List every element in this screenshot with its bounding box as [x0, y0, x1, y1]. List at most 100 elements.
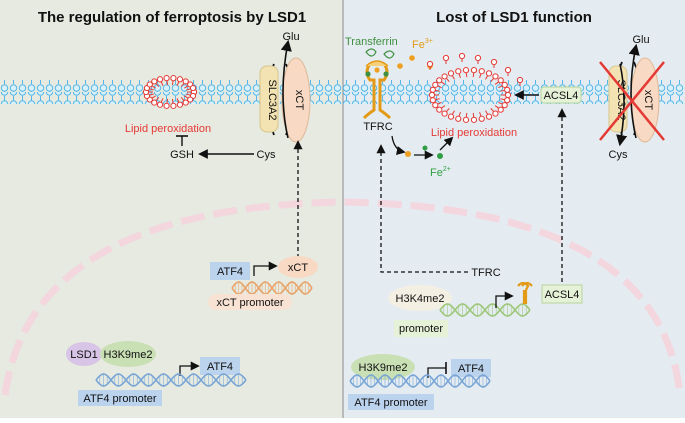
glu-label-right: Glu — [632, 34, 649, 46]
cell-membrane — [0, 80, 685, 104]
tfrc-endocytosis-arrow — [391, 135, 406, 156]
right-panel-background — [343, 0, 685, 418]
fe2-ion-main — [437, 153, 443, 159]
tfrc-gene-label: TFRC — [471, 267, 500, 279]
lipid-head — [504, 86, 511, 93]
glu-export-arrow-left — [280, 39, 292, 139]
lipid-head — [485, 70, 493, 77]
h3k4me2-label: H3K4me2 — [396, 293, 445, 305]
lipid-head — [501, 102, 508, 109]
lipid-head — [189, 84, 197, 92]
lipid-head — [447, 113, 455, 120]
lipid-head — [485, 113, 493, 120]
fe3-label: Fe3+ — [412, 38, 433, 51]
promoter-dna-helix-right — [439, 303, 531, 317]
lipid-head — [497, 106, 504, 113]
lipid-head — [462, 116, 470, 123]
lipid-head — [432, 81, 439, 88]
slc3a2-label-left: SLC3A2 — [266, 80, 278, 121]
lsd1-label: LSD1 — [70, 349, 98, 361]
slc3a2-xct-transporter-right-inhibited: SLC3A2 xCT — [599, 43, 665, 147]
lipid-head — [151, 78, 158, 85]
fe2-label: Fe2+ — [430, 166, 451, 179]
right-panel-title: Lost of LSD1 function — [436, 9, 592, 26]
lipid-head — [163, 75, 170, 82]
atf4-target-label-right: ATF4 — [458, 363, 484, 375]
fe2-to-peroxidation-arrow — [439, 136, 454, 151]
xct-label-right: xCT — [642, 90, 654, 110]
lipid-head — [462, 67, 470, 74]
atf4-promoter-box-right — [348, 394, 434, 410]
xct-dna-helix — [231, 281, 313, 295]
acsl4-membrane-label: ACSL4 — [544, 90, 579, 102]
acsl4-gene-box — [541, 284, 583, 304]
lipid-head — [492, 73, 499, 80]
slc3a2-protein-left — [259, 65, 279, 133]
atf4-promoter-label-left: ATF4 promoter — [83, 393, 156, 405]
lipid-head — [497, 77, 504, 84]
lipid-head — [163, 102, 170, 109]
h3k9me2-protein-right — [351, 354, 415, 380]
lipid-head — [170, 75, 177, 82]
lipid-head — [492, 110, 499, 117]
lipid-peroxidation-label-left: Lipid peroxidation — [125, 123, 211, 135]
xct-gene-label: xCT — [288, 262, 308, 274]
lipid-head — [470, 116, 478, 123]
atf4-target-label-left: ATF4 — [207, 361, 233, 373]
tfrc-expression-dashed-arrow — [376, 144, 468, 273]
xct-promoter-box — [208, 294, 292, 310]
promoter-box-right — [394, 320, 448, 337]
transferrin-icon — [365, 48, 395, 59]
lsd1-protein — [66, 342, 102, 366]
lipid-head — [156, 101, 164, 108]
lipid-head — [151, 99, 158, 106]
h3k4me2-protein — [388, 285, 452, 311]
lipid-head — [470, 67, 478, 74]
lipid-head — [429, 86, 436, 93]
xct-gene-bubble — [278, 256, 318, 278]
lipid-head — [455, 68, 462, 75]
transferrin-label: Transferrin — [345, 36, 398, 48]
atf4-box-label-left: ATF4 — [217, 266, 243, 278]
atf4-activates-xct-arrow — [253, 261, 278, 276]
xct-promoter-label: xCT promoter — [216, 297, 283, 309]
lipid-head — [428, 91, 436, 99]
lipid-peroxidation-label-right: Lipid peroxidation — [431, 127, 517, 139]
lipid-head — [478, 115, 485, 122]
atf4-target-box-right — [451, 359, 491, 377]
lipid-head — [504, 97, 511, 104]
atf4-target-box-left — [200, 357, 240, 375]
lipid-head — [182, 99, 189, 106]
atf4-dna-helix-right — [349, 374, 491, 388]
h3k9me2-label-left: H3K9me2 — [104, 349, 153, 361]
lipid-head — [156, 76, 164, 83]
lipid-peroxidation-ring-right — [426, 52, 524, 123]
h3k9me2-activates-atf4-arrow — [179, 361, 200, 376]
lipid-head — [478, 68, 485, 75]
lipid-head — [455, 115, 462, 122]
lipid-head — [176, 101, 184, 108]
nuclear-envelope — [1, 198, 684, 396]
lipid-head — [501, 81, 508, 88]
lipid-head — [176, 76, 184, 83]
lipid-head — [187, 96, 194, 103]
h3k9me2-protein-left — [100, 341, 156, 367]
cys-label-right: Cys — [609, 149, 628, 161]
lipid-head — [146, 81, 153, 88]
lipid-head — [447, 70, 455, 77]
lipid-head — [436, 77, 443, 84]
xct-label-left: xCT — [293, 90, 305, 110]
h3k4me2-activates-arrow — [495, 291, 514, 308]
atf4-promoter-box-left — [78, 390, 162, 406]
h3k9me2-label-right: H3K9me2 — [359, 362, 408, 374]
acsl4-membrane-box — [540, 86, 582, 104]
lipid-head — [429, 97, 436, 104]
lipid-head — [182, 78, 189, 85]
lipid-head — [441, 110, 448, 117]
cys-label-left: Cys — [257, 149, 276, 161]
gsh-label: GSH — [170, 149, 194, 161]
fe2-ion-small — [422, 145, 428, 151]
tfrc-receptor-membrane — [362, 60, 392, 120]
lipid-head — [504, 91, 512, 99]
